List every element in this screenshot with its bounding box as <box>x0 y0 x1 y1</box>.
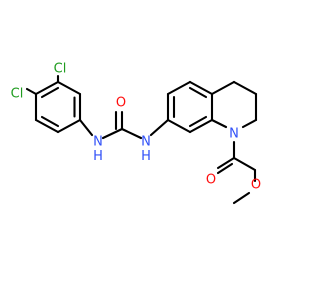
oxygen-atom-label: O <box>251 178 261 193</box>
oxygen-atom-label: O <box>206 173 216 188</box>
chlorine-atom-label: Cl <box>11 87 24 102</box>
nitrogen-atom-label: N <box>141 135 151 150</box>
hydrogen-atom-label: H <box>141 149 151 164</box>
chemical-structure-diagram: Cl Cl N H O N H N O O <box>11 62 261 205</box>
bond-lines <box>25 74 258 205</box>
atom-labels: Cl Cl N H O N H N O O <box>11 62 261 193</box>
chlorine-atom-label: Cl <box>54 62 67 77</box>
oxygen-atom-label: O <box>116 96 126 111</box>
nitrogen-atom-label: N <box>93 135 103 150</box>
nitrogen-atom-label: N <box>229 127 239 142</box>
hydrogen-atom-label: H <box>93 149 103 164</box>
